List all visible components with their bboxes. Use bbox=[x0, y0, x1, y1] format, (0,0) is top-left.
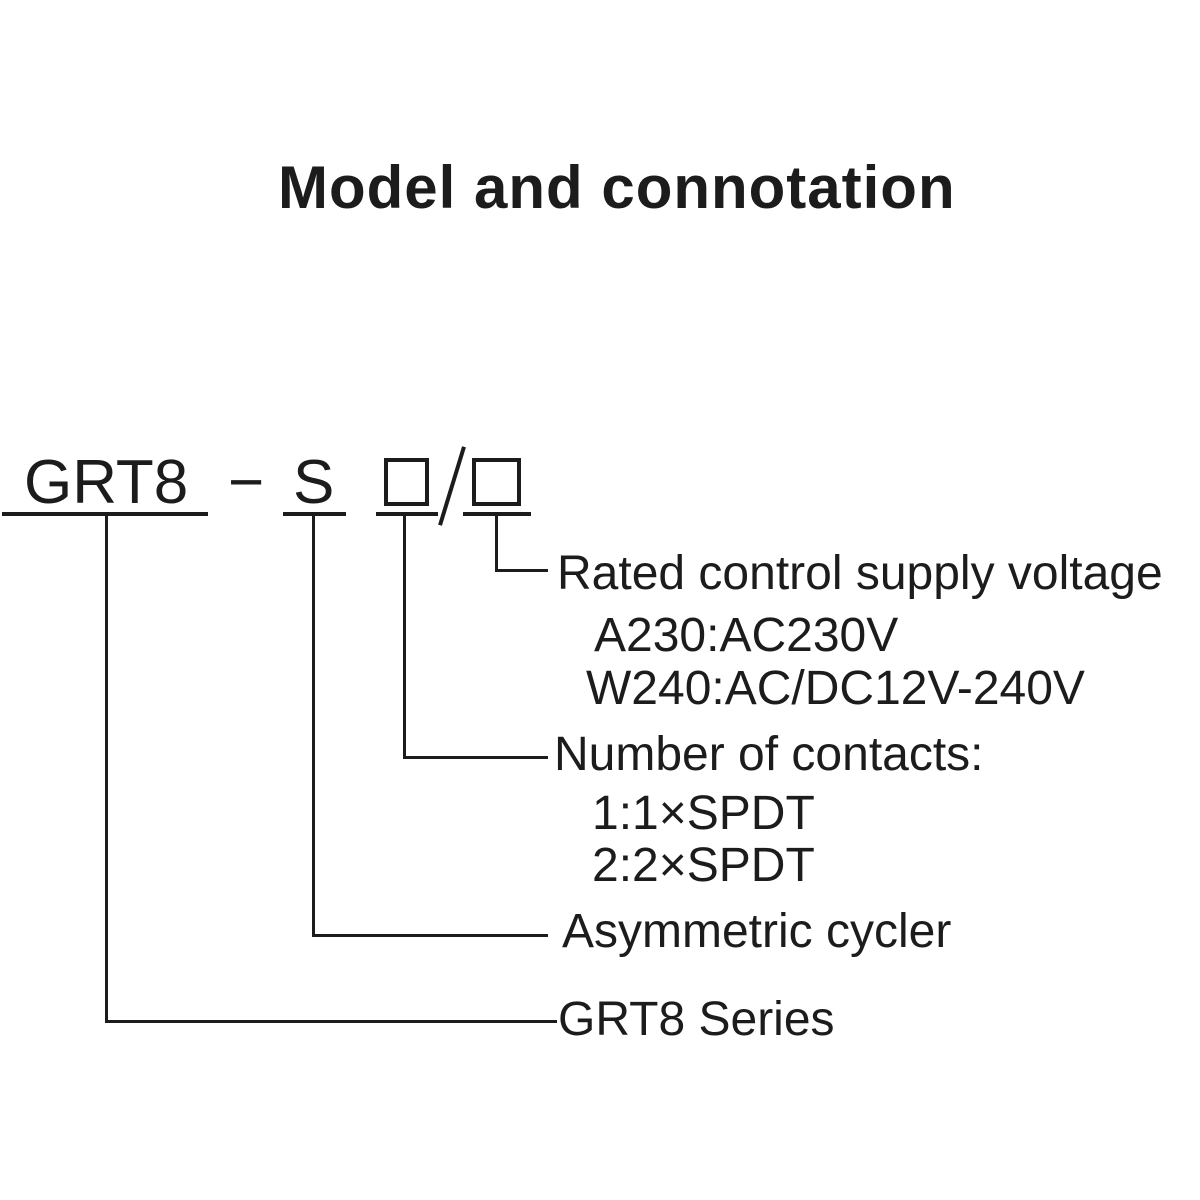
model-code-cycler-text: S bbox=[293, 448, 335, 517]
connector-vertical-voltage bbox=[495, 514, 498, 572]
connector-vertical-contacts bbox=[403, 514, 406, 759]
annotation-label-series: GRT8 Series bbox=[558, 993, 835, 1046]
connector-horizontal-contacts bbox=[403, 756, 548, 759]
annotation-option-contacts-1: 1:1×SPDT bbox=[592, 787, 815, 840]
slash-divider bbox=[438, 446, 466, 526]
annotation-option-voltage-w240: W240:AC/DC12V-240V bbox=[586, 662, 1085, 715]
connector-horizontal-series bbox=[105, 1020, 557, 1023]
contacts-placeholder-box bbox=[384, 458, 429, 506]
connector-vertical-cycler bbox=[312, 514, 315, 937]
annotation-label-contacts: Number of contacts: bbox=[554, 728, 984, 781]
connector-horizontal-cycler bbox=[312, 934, 548, 937]
annotation-label-cycler: Asymmetric cycler bbox=[562, 905, 952, 958]
annotation-option-voltage-a230: A230:AC230V bbox=[594, 609, 899, 662]
connector-horizontal-voltage bbox=[495, 569, 548, 572]
voltage-placeholder-box bbox=[472, 458, 521, 506]
model-code-separator-text: − bbox=[228, 448, 265, 517]
page-title: Model and connotation bbox=[278, 154, 956, 221]
underline-contacts-box bbox=[376, 512, 438, 516]
annotation-label-voltage: Rated control supply voltage bbox=[557, 547, 1163, 600]
annotation-option-contacts-2: 2:2×SPDT bbox=[592, 839, 815, 892]
model-code-series-text: GRT8 bbox=[24, 448, 189, 517]
connector-vertical-series bbox=[105, 514, 108, 1023]
